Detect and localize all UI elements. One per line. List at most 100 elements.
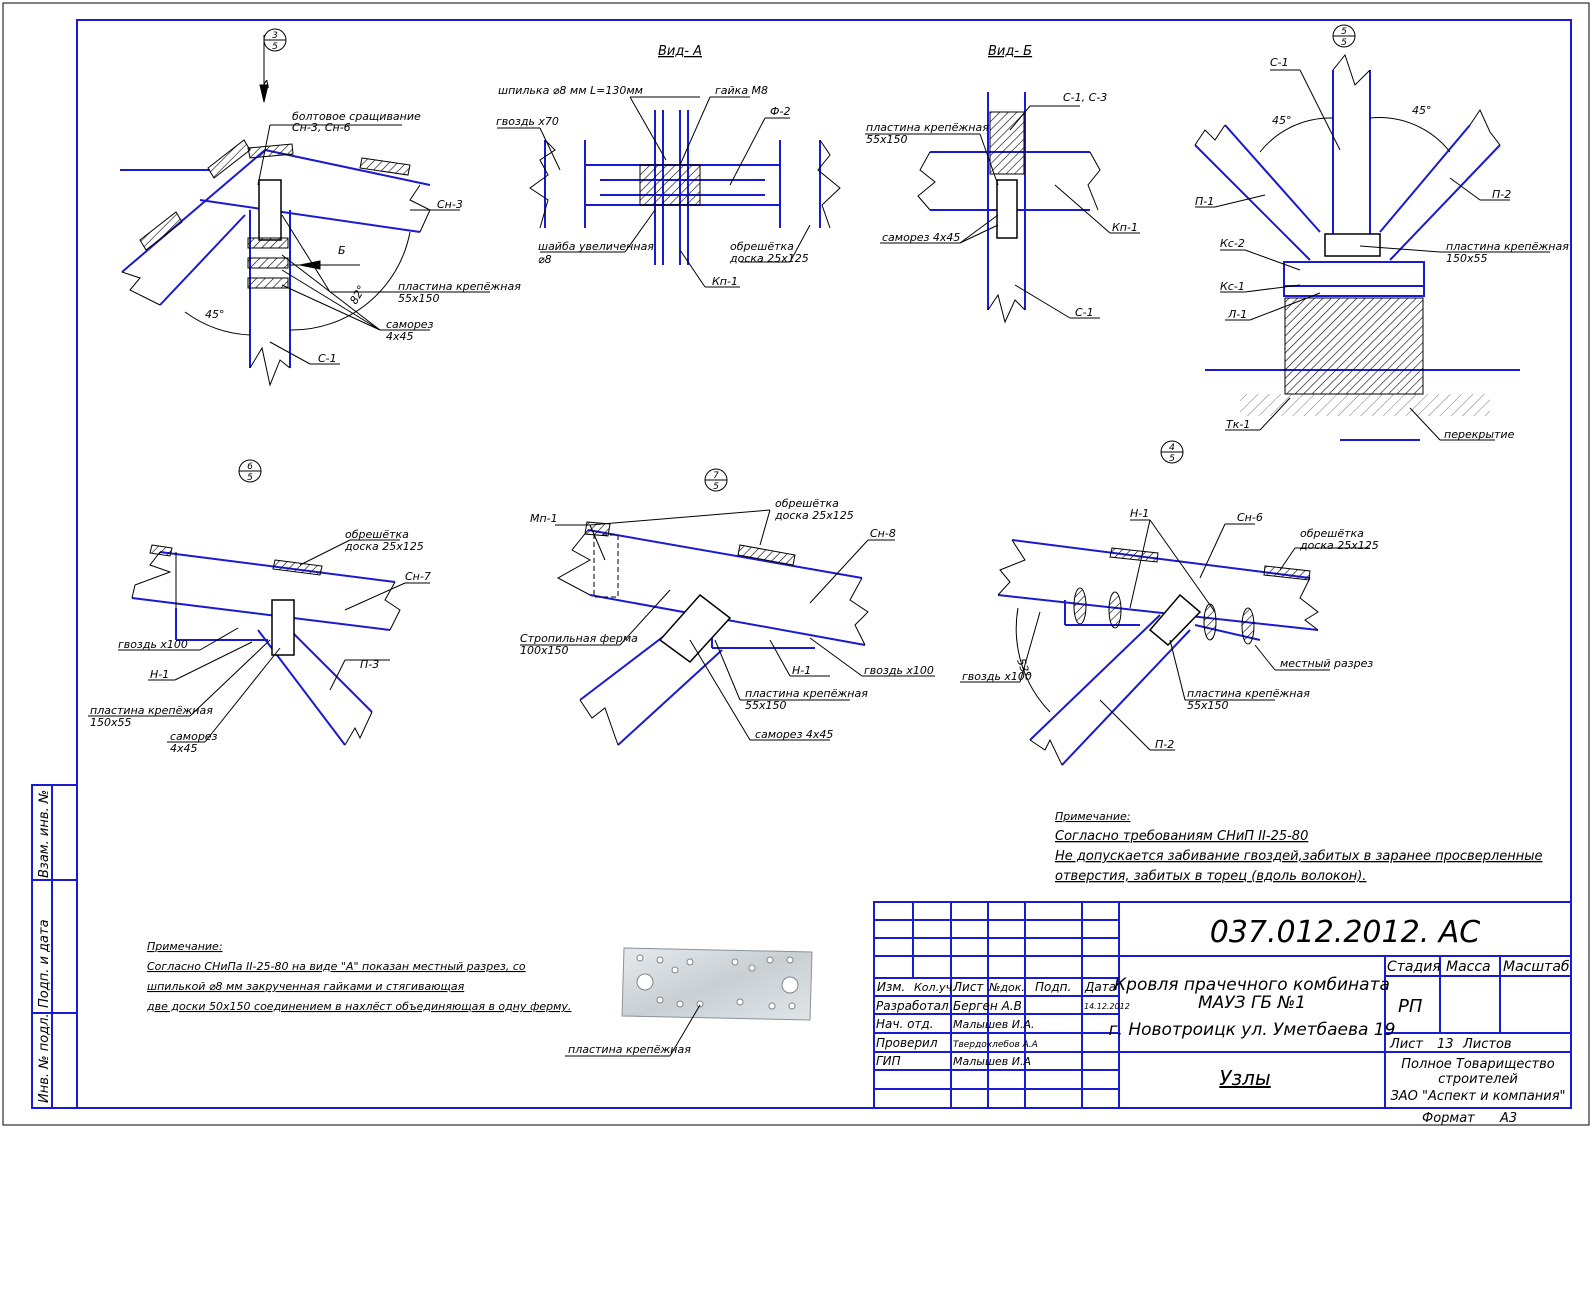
notes-heading: Примечание: bbox=[147, 940, 223, 953]
label-washer-size: ⌀8 bbox=[538, 253, 552, 266]
view-arrow-label: А bbox=[261, 78, 270, 91]
label-l1: Л-1 bbox=[1227, 308, 1247, 321]
label-sn6: Сн-6 bbox=[1237, 511, 1263, 524]
angle-45: 45° bbox=[205, 308, 225, 321]
label-screw-size: 4х45 bbox=[170, 742, 198, 755]
node-4-plate bbox=[1148, 593, 1202, 647]
label-p3: П-3 bbox=[360, 658, 379, 671]
stamp-sign-date: Подп. и дата bbox=[37, 919, 52, 1008]
sheets-label: Листов bbox=[1462, 1037, 1512, 1052]
label-local-section: местный разрез bbox=[1280, 657, 1373, 670]
node-5-callout: 5 5 bbox=[1332, 24, 1356, 48]
node-7-plate bbox=[658, 593, 732, 664]
label-kc2: Кс-2 bbox=[1220, 237, 1245, 250]
angle-right: 45° bbox=[1412, 104, 1432, 117]
label-kp1: Кп-1 bbox=[1112, 221, 1138, 234]
name-checker: Твердохлебов А.А bbox=[953, 1040, 1038, 1050]
sheet-number: 13 bbox=[1437, 1037, 1454, 1052]
notes-line: шпилькой ⌀8 мм закрученная гайками и стя… bbox=[147, 980, 465, 993]
label-nail: гвоздь х100 bbox=[864, 664, 934, 677]
callout-num: 7 bbox=[713, 471, 719, 481]
label-mp1: Мп-1 bbox=[530, 512, 558, 525]
label-kp1: Кп-1 bbox=[712, 275, 738, 288]
callout-sheet: 5 bbox=[713, 482, 719, 492]
label-n1: Н-1 bbox=[1130, 507, 1149, 520]
label-screw: саморез 4х45 bbox=[755, 728, 833, 741]
inner-frame bbox=[76, 19, 1572, 1109]
label-stud: шпилька ⌀8 мм L=130мм bbox=[498, 84, 643, 97]
label-plate-size: 150х55 bbox=[1446, 252, 1488, 265]
header-list: Лист bbox=[952, 980, 984, 994]
label-plate-size: 55х150 bbox=[866, 133, 908, 146]
node-5-plate bbox=[1324, 233, 1381, 257]
label-plate: пластина крепёжная bbox=[1446, 240, 1569, 253]
callout-sheet: 5 bbox=[1169, 454, 1175, 464]
node-1 bbox=[120, 149, 431, 368]
label-nut: гайка М8 bbox=[715, 84, 768, 97]
node-4-nails bbox=[1073, 587, 1255, 645]
label-kc1: Кс-1 bbox=[1220, 280, 1245, 293]
view-a-breaks bbox=[497, 96, 841, 288]
label-truss: Стропильная ферма bbox=[520, 632, 638, 645]
header-podp: Подп. bbox=[1035, 980, 1071, 994]
label-nail: гвоздь х100 bbox=[962, 670, 1032, 683]
view-b-title: Вид- Б bbox=[988, 44, 1032, 59]
node-1-leaders bbox=[257, 124, 490, 365]
label-bolt: болтовое сращивание bbox=[292, 110, 421, 123]
view-b-breaks bbox=[865, 105, 1140, 324]
name-dept-head: Малышев И.А. bbox=[953, 1018, 1035, 1031]
role-chief-engineer: ГИП bbox=[876, 1054, 901, 1068]
header-stage: Стадия bbox=[1387, 959, 1441, 975]
outer-border bbox=[2, 2, 1590, 1126]
format-label: Формат bbox=[1422, 1111, 1475, 1126]
callout-sheet: 5 bbox=[247, 473, 253, 483]
node-6-callout: 6 5 bbox=[238, 459, 262, 483]
label-n1: Н-1 bbox=[792, 664, 811, 677]
label-screw: саморез 4х45 bbox=[882, 231, 960, 244]
view-b-section bbox=[989, 111, 1025, 175]
sheet-title: Узлы bbox=[1219, 1066, 1270, 1090]
node-1-lath bbox=[139, 139, 411, 289]
node-6-lath bbox=[149, 544, 323, 576]
notes-line: отверстия, забитых в торец (вдоль волоко… bbox=[1055, 869, 1366, 884]
node-7-lines bbox=[520, 509, 935, 746]
node-1-callout: 3 5 bbox=[263, 28, 287, 52]
role-checker: Проверил bbox=[876, 1036, 938, 1050]
label-lath: обрешётка bbox=[345, 528, 409, 541]
drawing-code: 037.012.2012. АС bbox=[1210, 915, 1481, 950]
org-line-1: Полное Товарищество bbox=[1401, 1057, 1554, 1072]
notes-heading: Примечание: bbox=[1055, 810, 1131, 823]
org-line-3: ЗАО "Аспект и компания" bbox=[1390, 1089, 1565, 1104]
label-washer: шайба увеличенная bbox=[538, 240, 654, 253]
label-lath-size: доска 25х125 bbox=[344, 540, 424, 553]
label-plate-size: 55х150 bbox=[398, 292, 440, 305]
label-lath: обрешётка bbox=[1300, 527, 1364, 540]
label-lath-size: доска 25х125 bbox=[774, 509, 854, 522]
label-n1: Н-1 bbox=[150, 668, 169, 681]
label-tk1: Тк-1 bbox=[1226, 418, 1250, 431]
node-5-floor bbox=[1240, 394, 1490, 416]
node-7-truss-end bbox=[593, 534, 619, 598]
label-sn8: Сн-8 bbox=[870, 527, 896, 540]
label-lath-size: доска 25х125 bbox=[1299, 539, 1379, 552]
label-p2: П-2 bbox=[1155, 738, 1174, 751]
label-c1: С-1 bbox=[318, 352, 337, 365]
role-developer: Разработал bbox=[876, 999, 949, 1013]
node-4-callout: 4 5 bbox=[1160, 440, 1184, 464]
object-line-3: г. Новотроицк ул. Уметбаева 19 bbox=[1109, 1020, 1396, 1040]
header-izm: Изм. bbox=[877, 980, 905, 994]
name-chief-engineer: Малышев И.А bbox=[953, 1055, 1031, 1068]
node-5-wall bbox=[1284, 297, 1424, 395]
title-block bbox=[873, 901, 1572, 1109]
label-lath: обрешётка bbox=[730, 240, 794, 253]
notes-left: Примечание: Согласно СНиПа II-25-80 на в… bbox=[146, 940, 571, 1013]
label-p1: П-1 bbox=[1195, 195, 1214, 208]
label-p2: П-2 bbox=[1492, 188, 1511, 201]
notes-line: Согласно требованиям СНиП II-25-80 bbox=[1055, 829, 1308, 844]
label-view-b: Б bbox=[338, 244, 346, 257]
header-scale: Масштаб bbox=[1503, 959, 1570, 975]
notes-line: две доски 50х150 соединением в нахлёст о… bbox=[146, 1000, 571, 1013]
label-screw: саморез bbox=[386, 318, 434, 331]
label-plate: пластина крепёжная bbox=[398, 280, 521, 293]
